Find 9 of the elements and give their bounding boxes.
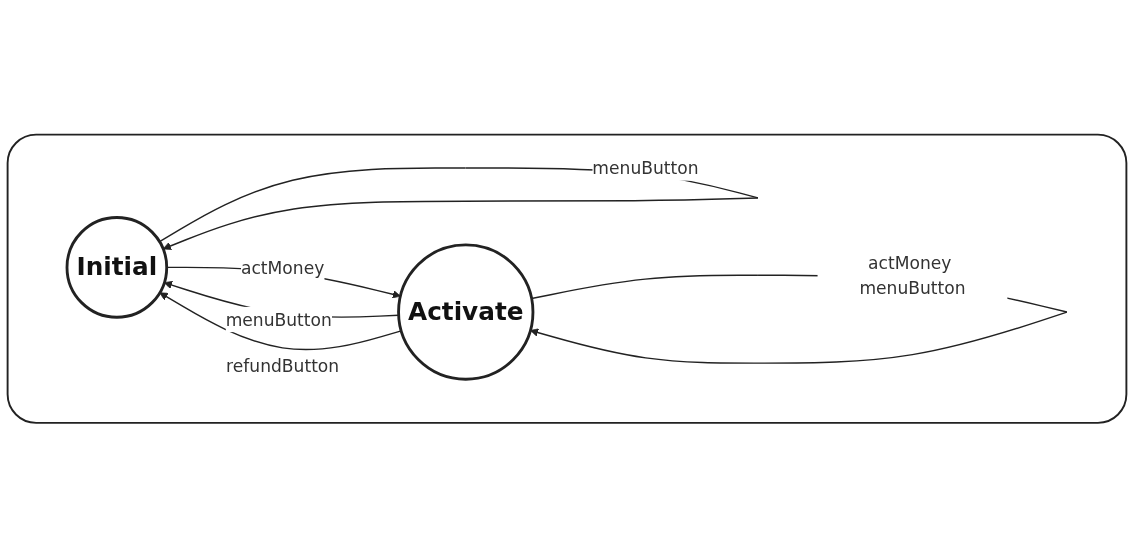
edge-label: refundButton <box>226 355 340 376</box>
cluster <box>6 133 1128 424</box>
node-circle: Activate <box>397 243 535 381</box>
edge-label: actMoney <box>240 257 325 278</box>
edge-label: actMoney menuButton <box>859 252 966 298</box>
edge-label: menuButton <box>592 157 699 178</box>
edge-label: menuButton <box>225 309 332 330</box>
arrow <box>159 292 402 350</box>
node-circle: Initial <box>65 215 169 319</box>
